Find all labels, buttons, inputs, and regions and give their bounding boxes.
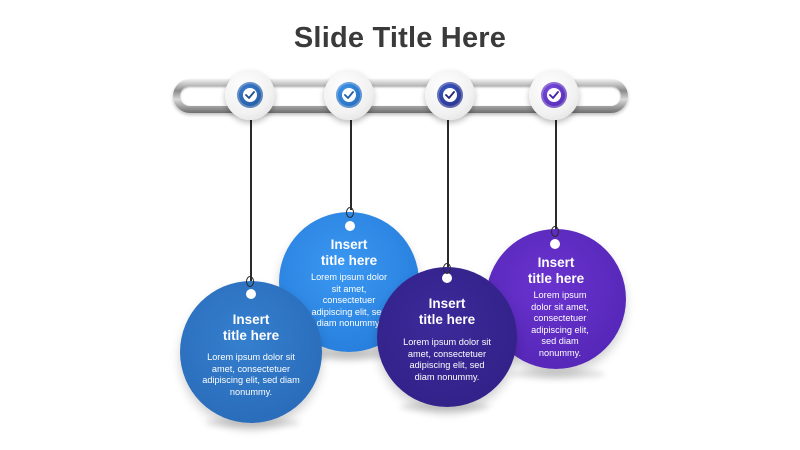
node-badge-2: [336, 82, 362, 108]
tag-body-4: Lorem ipsum dolor sit amet, consectetuer…: [531, 290, 589, 358]
tag-title-3-line2: title here: [418, 312, 476, 327]
check-icon: [342, 88, 356, 102]
tag-ring-2: [346, 207, 354, 218]
slide-title: Slide Title Here: [293, 22, 507, 54]
tag-shadow-2: [305, 350, 395, 360]
tag-hole-4: [550, 239, 560, 249]
tag-hole-2: [345, 221, 355, 231]
hanging-string-3: [447, 120, 449, 268]
tag-ring-3: [443, 263, 451, 274]
tag-shadow-4: [510, 369, 605, 379]
tag-title-2: Insert title here: [279, 237, 419, 269]
tag-hole-1: [246, 289, 256, 299]
tag-title-2-line2: title here: [320, 253, 378, 268]
tag-body-1: Lorem ipsum dolor sit amet, consectetuer…: [202, 352, 300, 397]
tag-title-4-line2: title here: [527, 271, 585, 286]
tag-shadow-1: [205, 418, 300, 428]
tag-title-4: Insert title here: [486, 255, 626, 287]
rail-node-3: [425, 70, 475, 120]
rail-node-2: [324, 70, 374, 120]
hanging-string-4: [555, 120, 557, 232]
tag-title-1-line2: title here: [222, 328, 280, 343]
check-icon: [547, 88, 561, 102]
tag-ring-1: [246, 276, 254, 287]
tag-body-3: Lorem ipsum dolor sit amet, consectetuer…: [403, 337, 491, 382]
rail-node-1: [225, 70, 275, 120]
node-badge-3: [437, 82, 463, 108]
tag-shadow-3: [400, 402, 490, 412]
rail-node-4: [529, 70, 579, 120]
tag-title-3: Insert title here: [377, 296, 517, 328]
tag-title-4-line1: Insert: [537, 255, 575, 270]
node-badge-1: [237, 82, 263, 108]
timeline-rail-groove: [180, 86, 621, 106]
tag-title-2-line1: Insert: [330, 237, 368, 252]
hanging-string-1: [250, 120, 252, 281]
check-icon: [443, 88, 457, 102]
tag-body-2: Lorem ipsum dolor sit amet, consectetuer…: [310, 272, 388, 328]
tag-card-3: Insert title here Lorem ipsum dolor sit …: [377, 267, 517, 407]
hanging-string-2: [350, 120, 352, 210]
check-icon: [243, 88, 257, 102]
tag-ring-4: [551, 226, 559, 237]
tag-title-1: Insert title here: [180, 312, 322, 344]
tag-title-3-line1: Insert: [428, 296, 466, 311]
node-badge-4: [541, 82, 567, 108]
tag-title-1-line1: Insert: [232, 312, 270, 327]
tag-hole-3: [442, 273, 452, 283]
tag-card-1: Insert title here Lorem ipsum dolor sit …: [180, 281, 322, 423]
